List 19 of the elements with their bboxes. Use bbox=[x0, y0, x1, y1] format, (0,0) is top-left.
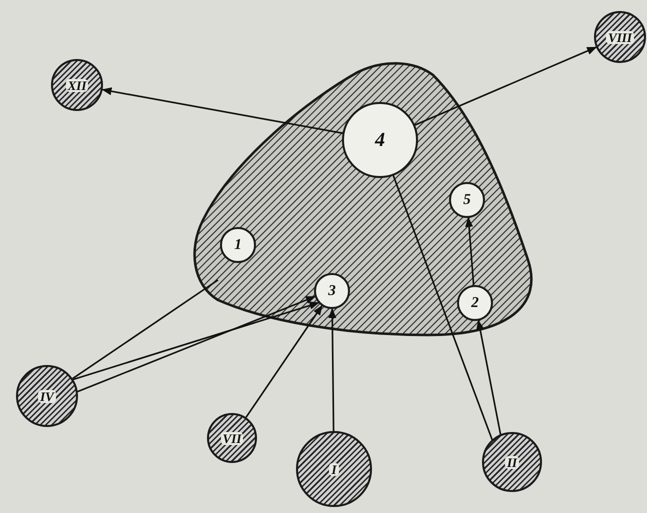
connector-arrow bbox=[476, 320, 502, 435]
connector-arrow bbox=[328, 308, 336, 432]
connector-arrow bbox=[72, 302, 320, 380]
circle-label: 1 bbox=[234, 238, 242, 252]
circle-label: XII bbox=[66, 78, 88, 92]
circle-label: 3 bbox=[328, 284, 336, 298]
connector-arrow bbox=[77, 296, 316, 392]
connector-arrow bbox=[414, 46, 598, 126]
circle-label: 5 bbox=[463, 192, 471, 208]
connector-arrow bbox=[102, 87, 343, 134]
circle-label: II bbox=[504, 456, 520, 468]
circle-label: VIII bbox=[606, 30, 634, 44]
circle-label: I bbox=[329, 462, 339, 476]
circle-label: VII bbox=[220, 432, 244, 444]
circle-label: 4 bbox=[375, 130, 385, 150]
connector-arrow bbox=[245, 305, 323, 418]
circle-label: IV bbox=[38, 390, 56, 402]
circle-label: 2 bbox=[471, 296, 479, 310]
connector-arrow bbox=[465, 216, 474, 286]
